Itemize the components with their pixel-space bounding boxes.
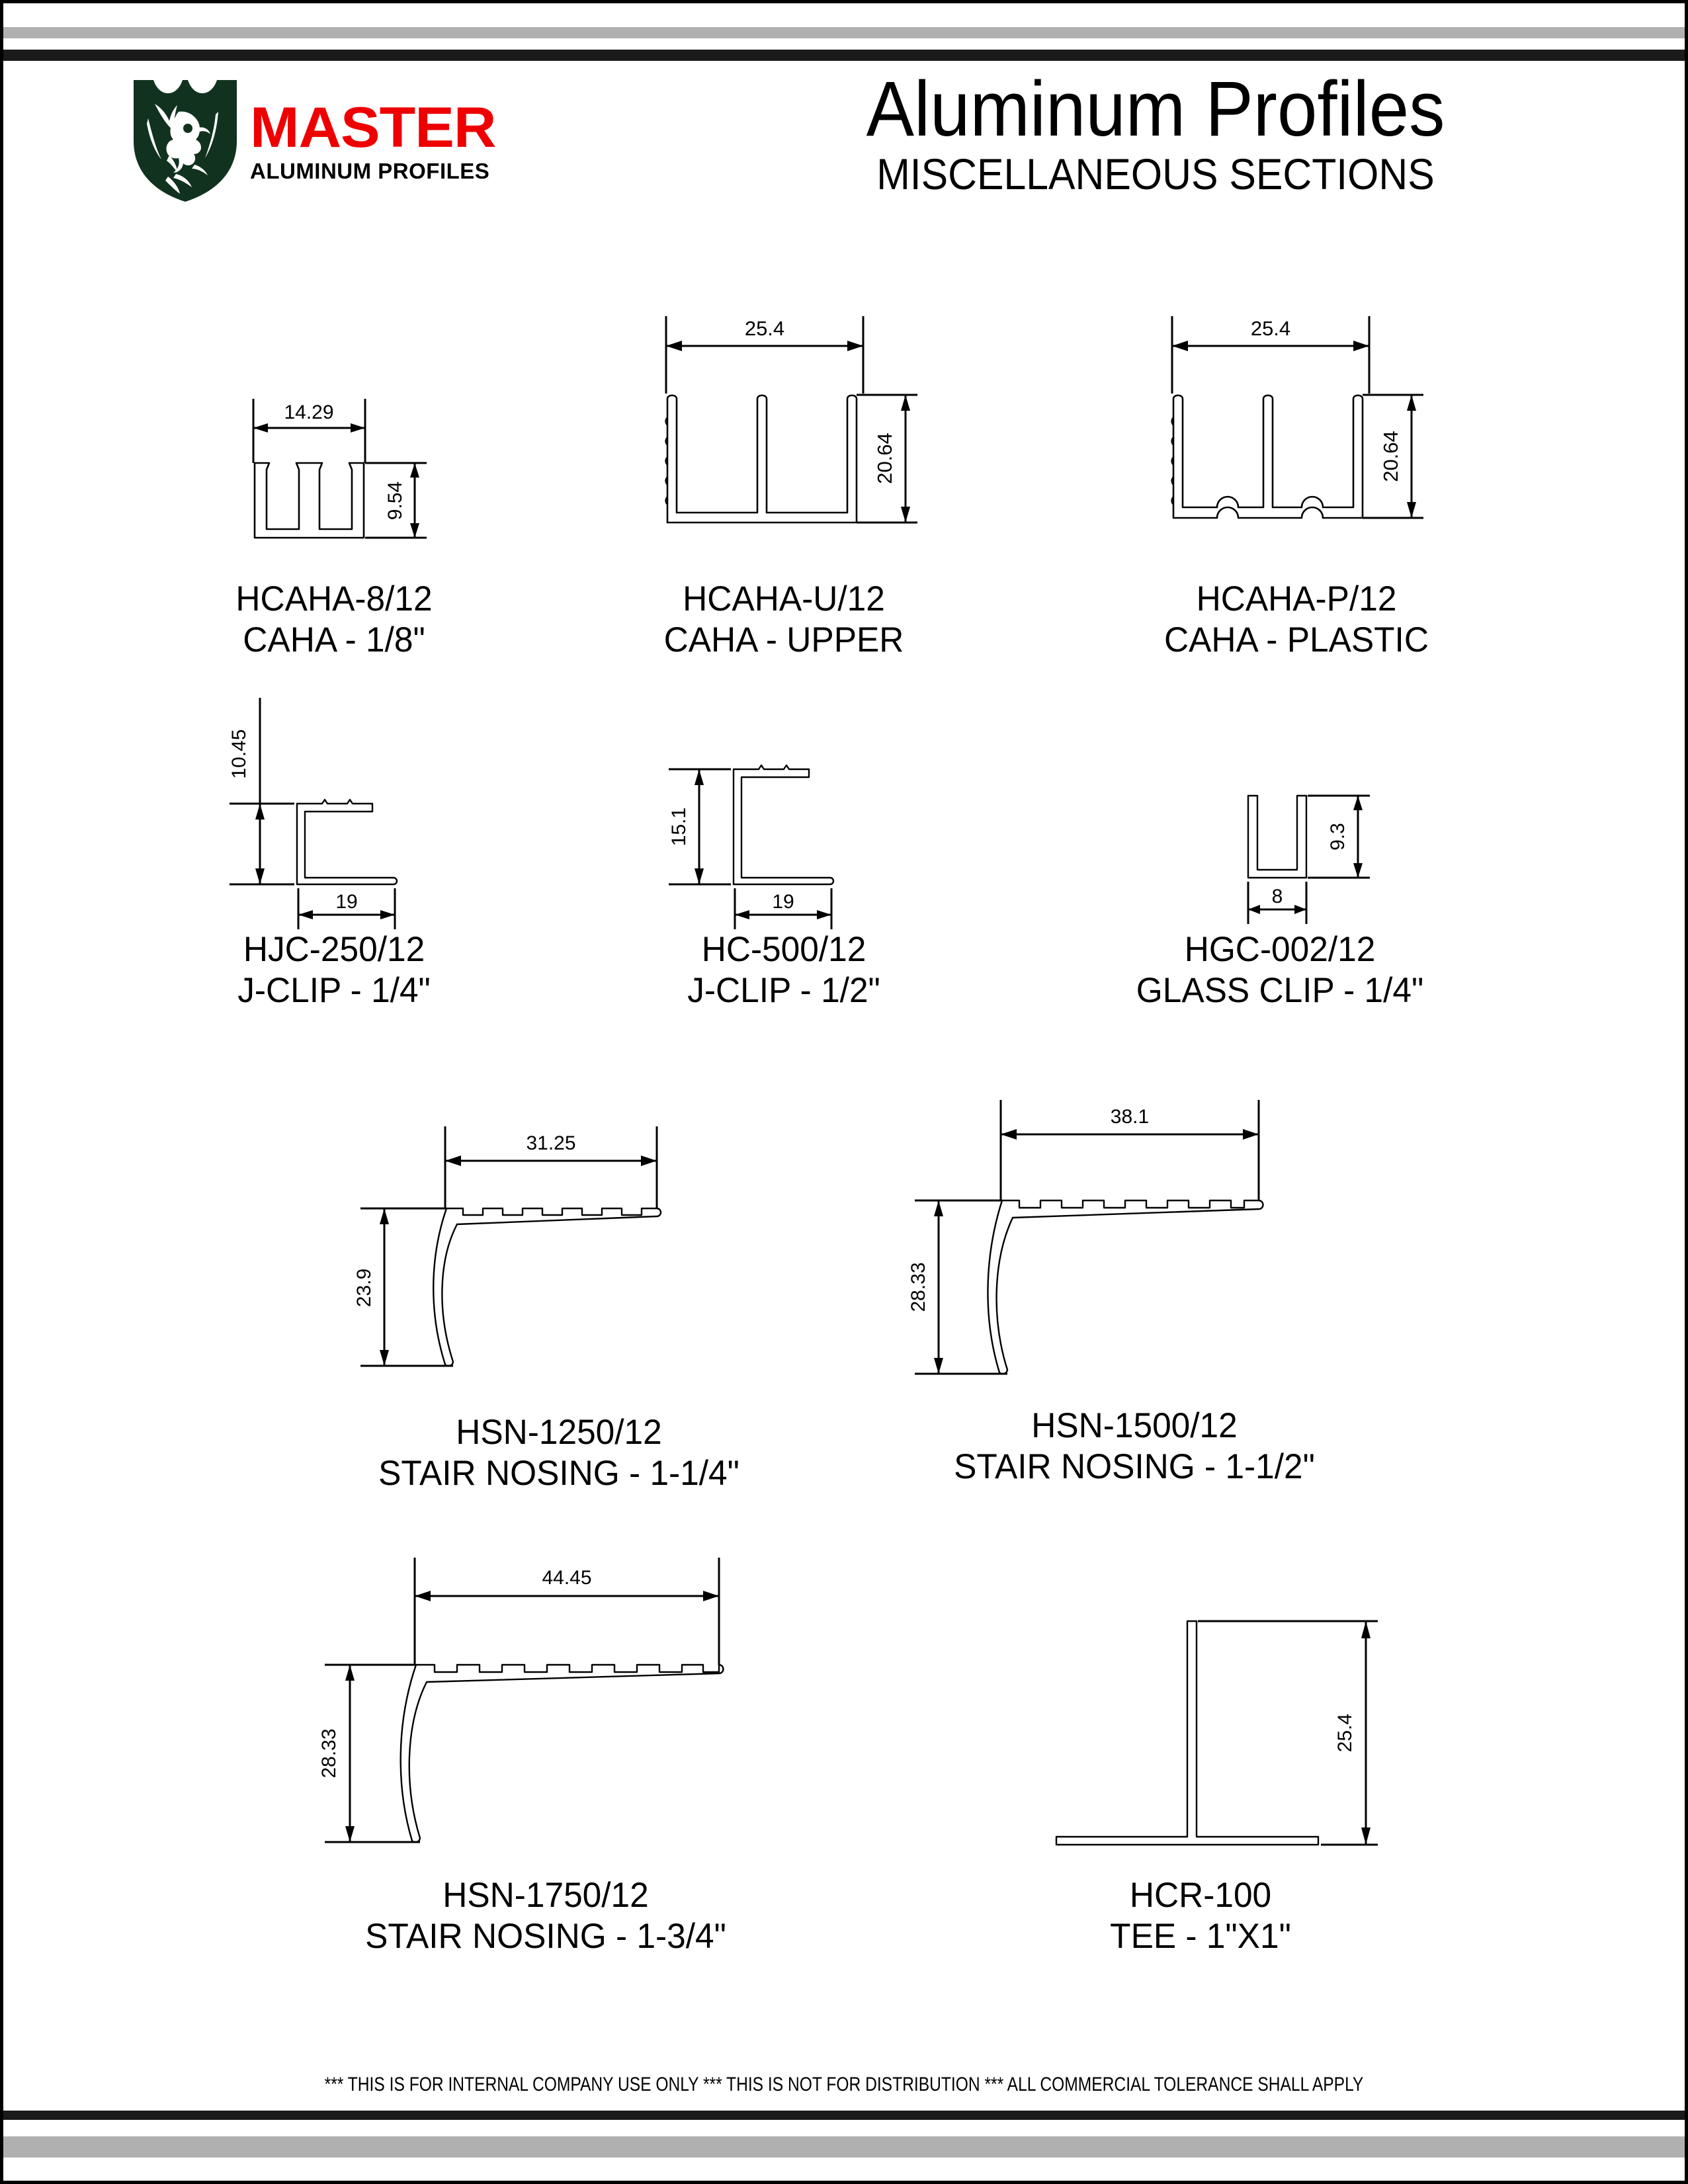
profile-name: CAHA - 1/8" (243, 620, 425, 659)
profile-cell-hc-500: 15.1 19 HC-500/12 J-CLIP - 1/2" (599, 671, 969, 1011)
dim-width-label: 25.4 (1251, 317, 1290, 340)
dim-height-label: 25.4 (1334, 1714, 1356, 1752)
dim-width-label: 8 (1272, 886, 1283, 907)
footer-disclaimer: *** THIS IS FOR INTERNAL COMPANY USE ONL… (324, 2074, 1364, 2095)
profile-cell-hcaha-p: 25.4 20.64 HCAHA-P/12 CAHA - PLASTIC (1105, 294, 1488, 661)
profile-cell-hsn-1500: 38.1 28.33 HSN-1500/12 STAIR NOSING - 1-… (876, 1068, 1392, 1488)
profile-drawing-hcaha-u: 25.4 20.64 (665, 316, 917, 524)
dim-height-label: 10.45 (228, 729, 250, 778)
profile-code: HSN-1500/12 (1031, 1406, 1238, 1445)
profile-cell-hjc-250: 10.45 19 HJC-250/12 J-CLIP - 1/4" (149, 671, 519, 1011)
dim-width-label: 19 (335, 891, 357, 913)
profile-code: HJC-250/12 (243, 930, 425, 969)
dim-width-label: 14.29 (284, 401, 333, 423)
profile-drawing-hcaha-p: 25.4 20.64 (1171, 316, 1423, 519)
dim-width-label: 25.4 (745, 317, 784, 340)
profile-cell-hcaha-u: 25.4 20.64 HCAHA-U/12 CAHA - UPPER (599, 294, 969, 661)
logo-brand-text: MASTER (250, 96, 496, 160)
profile-code: HC-500/12 (701, 930, 866, 969)
bottom-gray-band (3, 2136, 1685, 2158)
dim-height-label: 9.3 (1327, 823, 1349, 851)
profile-name: CAHA - UPPER (663, 620, 904, 659)
profile-drawing-hgc-002: 9.3 8 (1247, 794, 1370, 924)
sheet-header: MASTER ALUMINUM PROFILES Aluminum Profil… (3, 69, 1685, 215)
profile-drawing-hsn-1250: 31.25 23.9 (353, 1126, 662, 1367)
profile-cell-hsn-1250: 31.25 23.9 HSN-1250/12 STAIR NOSING - 1-… (321, 1095, 797, 1494)
profile-drawing-hsn-1500: 38.1 28.33 (907, 1100, 1264, 1375)
profile-name: GLASS CLIP - 1/4" (1136, 971, 1424, 1010)
profile-code: HGC-002/12 (1184, 930, 1376, 969)
dim-height-label: 23.9 (353, 1269, 375, 1307)
profile-drawing-hsn-1750: 44.45 28.33 (318, 1558, 724, 1843)
profile-drawing-hjc-250: 10.45 19 (228, 698, 398, 929)
profile-code: HSN-1750/12 (443, 1876, 649, 1915)
dim-height-label: 9.54 (384, 482, 406, 520)
bottom-black-band (3, 2111, 1685, 2120)
dragon-shield-icon (134, 80, 237, 202)
profile-name: CAHA - PLASTIC (1164, 620, 1429, 659)
dim-height-label: 28.33 (907, 1262, 929, 1312)
profile-name: STAIR NOSING - 1-1/4" (378, 1454, 739, 1493)
profile-name: J-CLIP - 1/2" (687, 971, 880, 1010)
top-gray-band (3, 27, 1685, 38)
company-logo: MASTER ALUMINUM PROFILES (132, 77, 496, 203)
profile-drawing-hc-500: 15.1 19 (668, 764, 835, 929)
profile-name: STAIR NOSING - 1-3/4" (365, 1917, 726, 1956)
profile-code: HSN-1250/12 (456, 1413, 662, 1452)
profile-drawing-hcr-100: 25.4 (1055, 1620, 1378, 1846)
profile-cell-hcr-100: 25.4 HCR-100 TEE - 1"X1" (969, 1591, 1432, 1957)
profile-cell-hsn-1750: 44.45 28.33 HSN-1750/12 STAIR NOSING - 1… (261, 1525, 830, 1957)
profile-name: J-CLIP - 1/4" (237, 971, 431, 1010)
dim-height-label: 20.64 (1379, 431, 1402, 482)
profile-code: HCAHA-U/12 (683, 579, 885, 618)
profile-code: HCAHA-8/12 (235, 579, 433, 618)
title-block: Aluminum Profiles MISCELLANEOUS SECTIONS (726, 69, 1585, 198)
dim-height-label: 28.33 (318, 1728, 340, 1778)
logo-subtitle-text: ALUMINUM PROFILES (250, 158, 490, 183)
profile-code: HCR-100 (1129, 1876, 1272, 1915)
dim-width-label: 38.1 (1111, 1106, 1149, 1128)
profile-cell-hgc-002: 9.3 8 HGC-002/12 GLASS CLIP - 1/4" (1075, 671, 1485, 1011)
profile-name: TEE - 1"X1" (1110, 1917, 1291, 1956)
profile-name: STAIR NOSING - 1-1/2" (954, 1447, 1315, 1486)
page-subtitle: MISCELLANEOUS SECTIONS (876, 149, 1435, 199)
page-title: Aluminum Profiles (866, 65, 1445, 153)
dim-width-label: 31.25 (526, 1132, 575, 1154)
dim-width-label: 19 (772, 891, 794, 913)
profile-cell-hcaha-8: 14.29 9.54 HCAHA-8/12 CAHA - 1/8" (169, 360, 499, 661)
dim-height-label: 20.64 (873, 433, 896, 484)
dim-height-label: 15.1 (668, 808, 690, 846)
dim-width-label: 44.45 (542, 1567, 591, 1589)
profile-drawing-hcaha-8: 14.29 9.54 (252, 399, 427, 539)
profile-code: HCAHA-P/12 (1196, 579, 1397, 618)
top-black-band (3, 50, 1685, 61)
